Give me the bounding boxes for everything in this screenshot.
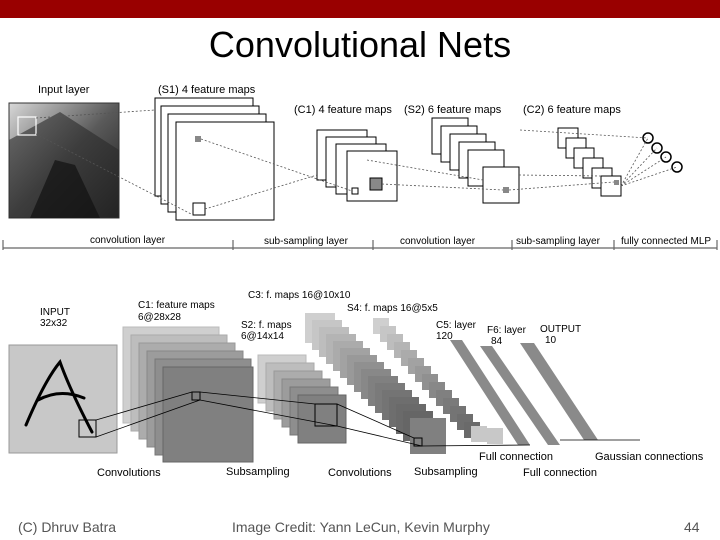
f6-size: 84 (491, 336, 503, 347)
c1-label: C1: feature maps (138, 300, 215, 311)
c5-label: C5: layer (436, 320, 477, 331)
footer-left: (C) Dhruv Batra (18, 519, 116, 535)
output-size: 10 (545, 335, 557, 346)
s2-label: (S2) 6 feature maps (404, 104, 502, 116)
op-full-connection-2: Full connection (523, 467, 597, 479)
footer-center: Image Credit: Yann LeCun, Kevin Murphy (232, 519, 490, 535)
stage-label-3: convolution layer (400, 236, 476, 247)
s1-feature-maps (155, 98, 274, 220)
op-gaussian-connections: Gaussian connections (595, 451, 704, 463)
input-label: INPUT (40, 307, 70, 318)
input-digit-image (9, 345, 117, 453)
top-accent-bar (0, 0, 720, 18)
c2-feature-maps (558, 128, 621, 196)
stage-label-5: fully connected MLP (621, 236, 711, 247)
page-number: 44 (684, 519, 700, 535)
stage-label-2: sub-sampling layer (264, 236, 349, 247)
s4-label: S4: f. maps 16@5x5 (347, 303, 438, 314)
c1-stack (123, 327, 253, 462)
c1-feature-maps (317, 130, 397, 201)
op-subsampling-1: Subsampling (226, 466, 290, 478)
lenet-diagram: INPUT 32x32 C1: feature maps 6@28x28 C3:… (0, 285, 720, 485)
c2-label: (C2) 6 feature maps (523, 104, 621, 116)
stage-label-4: sub-sampling layer (516, 236, 601, 247)
op-subsampling-2: Subsampling (414, 466, 478, 478)
op-convolutions-1: Convolutions (97, 467, 161, 479)
input-photo (9, 103, 119, 218)
op-full-connection-1: Full connection (479, 451, 553, 463)
f6-label: F6: layer (487, 325, 527, 336)
s2-stack (258, 355, 346, 443)
input-layer-label: Input layer (38, 84, 90, 96)
c1-label: (C1) 4 feature maps (294, 104, 392, 116)
output-label: OUTPUT (540, 324, 581, 335)
slide-title: Convolutional Nets (0, 24, 720, 66)
s2-label: S2: f. maps (241, 320, 292, 331)
s2-size: 6@14x14 (241, 331, 284, 342)
c1-size: 6@28x28 (138, 312, 181, 323)
mlp-nodes (643, 133, 682, 172)
s2-feature-maps (432, 118, 519, 203)
op-convolutions-2: Convolutions (328, 467, 392, 479)
c3-label: C3: f. maps 16@10x10 (248, 290, 351, 301)
s1-label: (S1) 4 feature maps (158, 84, 256, 96)
input-size: 32x32 (40, 318, 68, 329)
stage-label-1: convolution layer (90, 235, 166, 246)
